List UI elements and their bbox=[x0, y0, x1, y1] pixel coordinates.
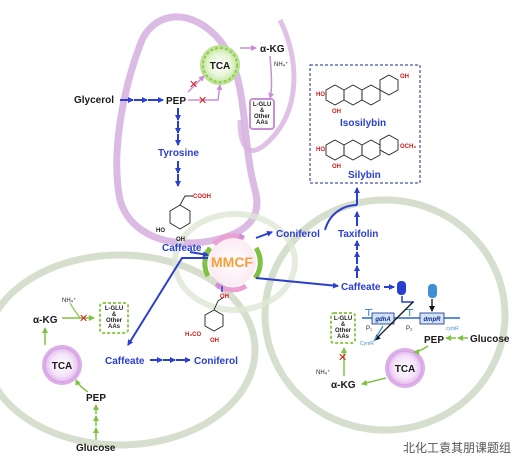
glucose-label-left: Glucose bbox=[76, 443, 116, 454]
svg-text:OH: OH bbox=[176, 237, 185, 243]
pep-label-right: PEP bbox=[424, 335, 444, 346]
svg-text:OH: OH bbox=[400, 74, 409, 80]
lglu-box-top bbox=[249, 98, 275, 130]
silybin-label: Silybin bbox=[348, 170, 381, 181]
svg-text:P₂: P₂ bbox=[406, 326, 413, 332]
gene-dmpR bbox=[419, 312, 445, 325]
svg-text:⊤: ⊤ bbox=[364, 308, 373, 319]
caffeate-label-left: Caffeate bbox=[105, 356, 145, 367]
isosilybin-structure: HO OH OH bbox=[316, 74, 409, 115]
svg-text:OCH₃: OCH₃ bbox=[400, 144, 416, 150]
akg-label-right: α-KG bbox=[331, 380, 356, 391]
svg-text:Other: Other bbox=[106, 318, 123, 324]
tca-cycle-right bbox=[385, 348, 425, 388]
akg-label-left: α-KG bbox=[33, 315, 58, 326]
left-module: NH₄⁺ α-KG ✕ L-GLU & Other AAs TCA PEP Gl… bbox=[33, 286, 238, 454]
svg-text:H₃CO: H₃CO bbox=[185, 332, 201, 338]
svg-text:COOH: COOH bbox=[193, 194, 211, 200]
top-module: TCA α-KG NH₄⁺ L-GLU & Other AAs Glycerol… bbox=[74, 44, 288, 254]
glucose-label-right: Glucose bbox=[470, 334, 510, 345]
svg-text:AAs: AAs bbox=[108, 324, 121, 330]
svg-text:L-GLU: L-GLU bbox=[105, 306, 123, 312]
svg-text:P₁: P₁ bbox=[366, 326, 372, 332]
mmcf-core bbox=[208, 238, 256, 286]
top-cell-inner-loop bbox=[237, 18, 297, 153]
svg-text:cymR: cymR bbox=[446, 326, 459, 332]
left-cell-membrane bbox=[0, 251, 259, 449]
caffeate-structure-top: COOH HO OH bbox=[156, 194, 211, 243]
right-cell-membrane bbox=[261, 196, 509, 434]
sensor-tube-1 bbox=[397, 281, 406, 295]
nh4-label-left: NH₄⁺ bbox=[62, 297, 76, 304]
akg-label-top: α-KG bbox=[260, 44, 285, 55]
sensor-tube-2 bbox=[428, 284, 437, 298]
svg-text:AAs: AAs bbox=[337, 334, 350, 340]
block-mark-1: ✕ bbox=[189, 79, 198, 91]
right-module: ⊤ ⊤ gdhA dmpR P₁ P₂ cymR CymR L-GLU & Ot… bbox=[316, 281, 510, 391]
coniferol-label-center: Coniferol bbox=[276, 229, 320, 240]
svg-text:&: & bbox=[341, 322, 346, 328]
taxifolin-label: Taxifolin bbox=[338, 229, 378, 240]
svg-text:HO: HO bbox=[316, 147, 325, 153]
caffeate-label-right: Caffeate bbox=[341, 282, 381, 293]
tca-cycle-top bbox=[200, 45, 240, 85]
tca-label-top: TCA bbox=[210, 61, 231, 72]
watermark: 北化工袁其朋课题组 bbox=[402, 441, 511, 455]
svg-text:OH: OH bbox=[332, 109, 341, 115]
block-mark-2: ✕ bbox=[198, 95, 207, 107]
nh4-label-right: NH₄⁺ bbox=[316, 369, 330, 376]
svg-text:OH: OH bbox=[220, 294, 229, 300]
pep-label-left: PEP bbox=[86, 393, 106, 404]
svg-text:OH: OH bbox=[332, 164, 341, 170]
svg-text:CymR: CymR bbox=[360, 341, 374, 347]
svg-text:gdhA: gdhA bbox=[374, 317, 390, 323]
lglu-box-left bbox=[99, 302, 129, 334]
svg-text:HO: HO bbox=[316, 92, 325, 98]
svg-text:⊤: ⊤ bbox=[405, 308, 414, 319]
svg-text:OH: OH bbox=[210, 338, 219, 344]
tca-cycle-left bbox=[42, 345, 82, 385]
mmcf-label: MMCF bbox=[211, 254, 253, 270]
center-module: MMCF Coniferol Taxifolin Caffeate bbox=[127, 187, 395, 346]
svg-text:L-GLU: L-GLU bbox=[253, 102, 271, 108]
caffeate-label-top: Caffeate bbox=[162, 243, 202, 254]
tca-label-right: TCA bbox=[395, 364, 416, 375]
glycerol-label: Glycerol bbox=[74, 95, 114, 106]
coniferol-label-left: Coniferol bbox=[194, 356, 238, 367]
tyrosine-label: Tyrosine bbox=[158, 148, 199, 159]
silybin-structure: HO OH OCH₃ bbox=[316, 134, 416, 170]
svg-text:&: & bbox=[260, 108, 265, 114]
pep-label-top: PEP bbox=[166, 96, 186, 107]
gene-gdhA bbox=[371, 312, 395, 325]
block-mark-left: ✕ bbox=[79, 313, 88, 325]
isosilybin-label: Isosilybin bbox=[340, 118, 386, 129]
svg-text:Other: Other bbox=[335, 328, 352, 334]
block-mark-right: ✕ bbox=[338, 352, 347, 364]
svg-text:HO: HO bbox=[156, 228, 165, 234]
svg-text:AAs: AAs bbox=[256, 120, 269, 126]
svg-text:dmpR: dmpR bbox=[424, 317, 442, 323]
svg-text:Other: Other bbox=[254, 114, 271, 120]
nh4-label-top: NH₄⁺ bbox=[274, 61, 288, 68]
coniferol-structure: H₃CO OH OH bbox=[185, 294, 229, 344]
svg-text:L-GLU: L-GLU bbox=[334, 316, 352, 322]
svg-text:&: & bbox=[112, 312, 117, 318]
tca-label-left: TCA bbox=[52, 361, 73, 372]
lglu-box-right bbox=[330, 312, 356, 344]
products-box: HO OH OH Isosilybin HO OH OCH₃ Silybin bbox=[309, 64, 421, 184]
center-overlap bbox=[172, 211, 298, 313]
